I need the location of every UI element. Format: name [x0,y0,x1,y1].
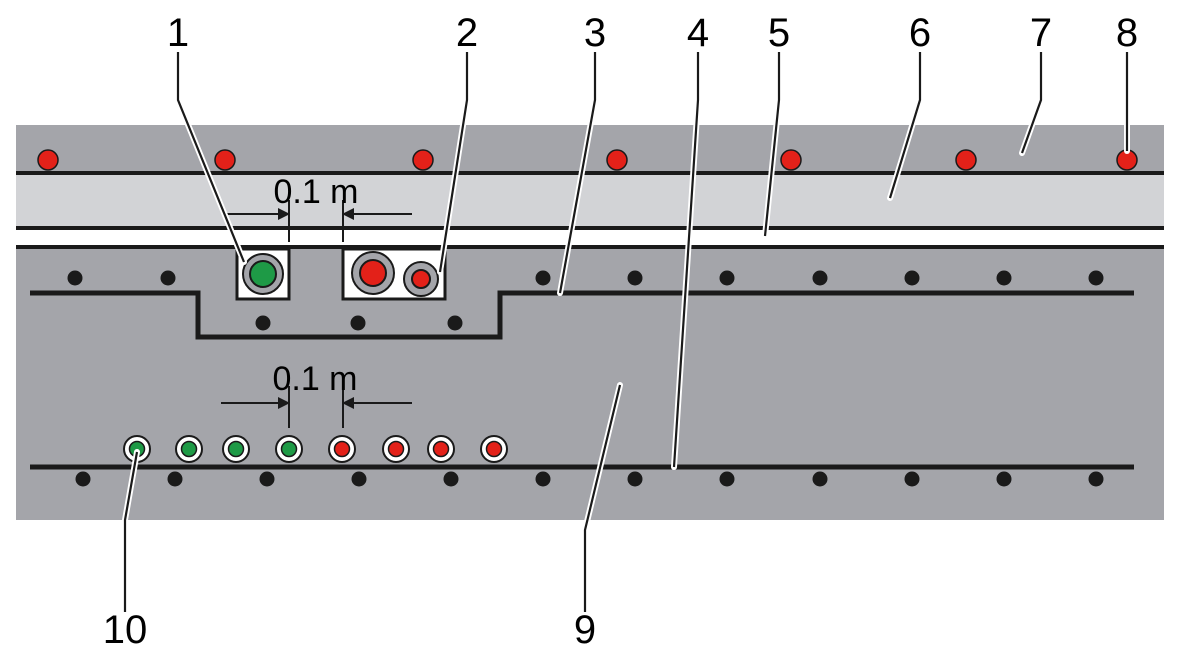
ringed-light-green [175,435,203,463]
callout-5: 5 [768,11,790,55]
centerline-dot [627,471,643,487]
red-edge-light [214,149,236,171]
lower-ringed-lights [123,435,508,463]
red-light [359,259,387,287]
centerline-dot [160,270,176,286]
callout-6: 6 [909,11,931,55]
centerline-dot [447,315,463,331]
centerline-dot [996,471,1012,487]
ringed-light-red [328,435,356,463]
callout-labels: 1 2 3 4 5 6 7 8 9 10 [103,11,1138,651]
red-edge-light [780,149,802,171]
ringed-light-green [275,435,303,463]
boxed-green-light-unit [235,247,291,301]
lower-centerline-dots [75,471,1104,487]
callout-1: 1 [167,11,189,55]
centerline-dot [535,270,551,286]
centerline-dot [904,471,920,487]
centerline-dot [719,471,735,487]
callout-7: 7 [1030,11,1052,55]
centerline-dot [167,471,183,487]
centerline-dot [75,471,91,487]
centerline-dot [443,471,459,487]
ringed-light-red [382,435,410,463]
callout-4: 4 [687,11,709,55]
centerline-dot [351,471,367,487]
main-pavement [16,247,1164,520]
centerline-dot [1088,471,1104,487]
lower-dimension-label: 0.1 m [272,360,357,398]
leader-lines-core [123,52,1129,612]
centerline-dot [67,270,83,286]
upper-centerline-dots [67,270,1104,331]
red-edge-light [412,149,434,171]
centerline-dot [719,270,735,286]
centerline-dot [255,315,271,331]
centerline-dot [812,471,828,487]
green-light [249,260,277,288]
top-edge-lights [37,149,1138,171]
ringed-light-red [480,435,508,463]
lower-dimension: 0.1 m [221,360,412,428]
centerline-dot [350,315,366,331]
centerline-dot [812,270,828,286]
boxed-red-light-unit [341,247,447,301]
shoulder-strip [16,173,1164,228]
callout-8: 8 [1116,11,1138,55]
red-edge-light [606,149,628,171]
centerline-dot [1088,270,1104,286]
callout-3: 3 [584,11,606,55]
centerline-dot [259,471,275,487]
callout-9: 9 [574,608,596,651]
red-edge-light [37,149,59,171]
upper-dimension: 0.1 m [225,173,412,242]
centerline-dot [996,270,1012,286]
red-light-small [411,269,431,289]
upper-centerline [30,290,1134,340]
centerline-dot [904,270,920,286]
red-edge-light [955,149,977,171]
centerline-dot [535,471,551,487]
upper-dimension-label: 0.1 m [273,173,358,211]
callout-2: 2 [456,11,478,55]
ringed-light-green [222,435,250,463]
centerline-dot [627,270,643,286]
ringed-light-red [427,435,455,463]
callout-10: 10 [103,608,148,651]
